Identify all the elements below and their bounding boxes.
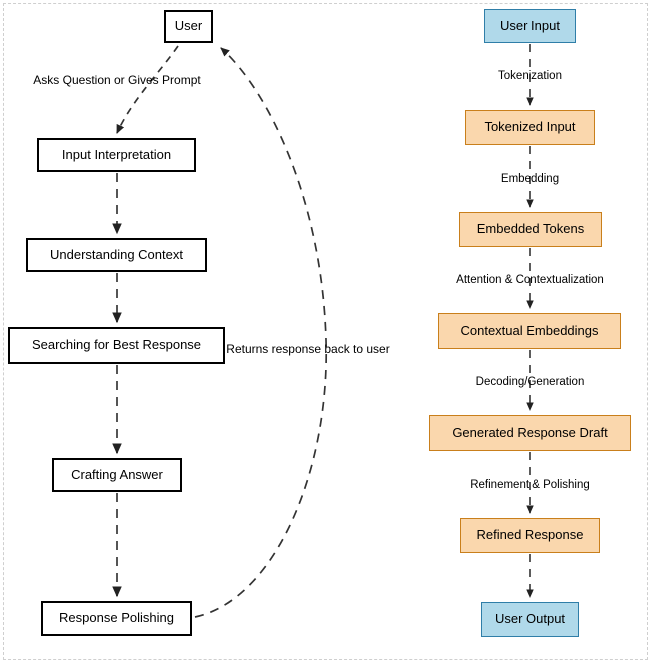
node-response-polishing[interactable]: Response Polishing (41, 601, 192, 636)
edge-label-attention-contextualization: Attention & Contextualization (456, 274, 604, 286)
edge-label-embedding: Embedding (500, 173, 560, 185)
node-generated-response-draft-label: Generated Response Draft (452, 424, 608, 440)
node-input-interpretation-label: Input Interpretation (61, 146, 172, 162)
node-user[interactable]: User (164, 10, 213, 43)
node-crafting-answer-label: Crafting Answer (71, 466, 163, 482)
edge-label-refinement-polishing: Refinement & Polishing (470, 479, 590, 491)
node-contextual-embeddings-label: Contextual Embeddings (460, 322, 599, 338)
edge-label-decoding-generation: Decoding/Generation (475, 376, 585, 388)
node-refined-response-label: Refined Response (476, 527, 584, 543)
node-tokenized-input[interactable]: Tokenized Input (465, 110, 595, 145)
node-searching-for-best-response-label: Searching for Best Response (31, 337, 202, 353)
node-understanding-context[interactable]: Understanding Context (26, 238, 207, 272)
node-user-input-label: User Input (500, 17, 560, 33)
node-generated-response-draft[interactable]: Generated Response Draft (429, 415, 631, 451)
node-contextual-embeddings[interactable]: Contextual Embeddings (438, 313, 621, 349)
node-understanding-context-label: Understanding Context (50, 246, 183, 262)
node-user-input[interactable]: User Input (484, 9, 576, 43)
node-crafting-answer[interactable]: Crafting Answer (52, 458, 182, 492)
edge-response-polishing-to-user (194, 47, 327, 618)
edge-label-asks-question: Asks Question or Gives Prompt (33, 73, 201, 87)
node-input-interpretation[interactable]: Input Interpretation (37, 138, 196, 172)
node-searching-for-best-response[interactable]: Searching for Best Response (8, 327, 225, 364)
node-user-output-label: User Output (494, 611, 566, 627)
edge-label-returns-response: Returns response back to user (226, 342, 390, 356)
node-tokenized-input-label: Tokenized Input (484, 119, 576, 135)
node-user-label: User (174, 18, 203, 34)
edge-user-to-input-interpretation (116, 45, 179, 134)
node-response-polishing-label: Response Polishing (59, 610, 174, 626)
node-refined-response[interactable]: Refined Response (460, 518, 600, 553)
node-embedded-tokens-label: Embedded Tokens (476, 221, 585, 237)
edge-label-tokenization: Tokenization (498, 70, 562, 82)
node-embedded-tokens[interactable]: Embedded Tokens (459, 212, 602, 247)
node-user-output[interactable]: User Output (481, 602, 579, 637)
